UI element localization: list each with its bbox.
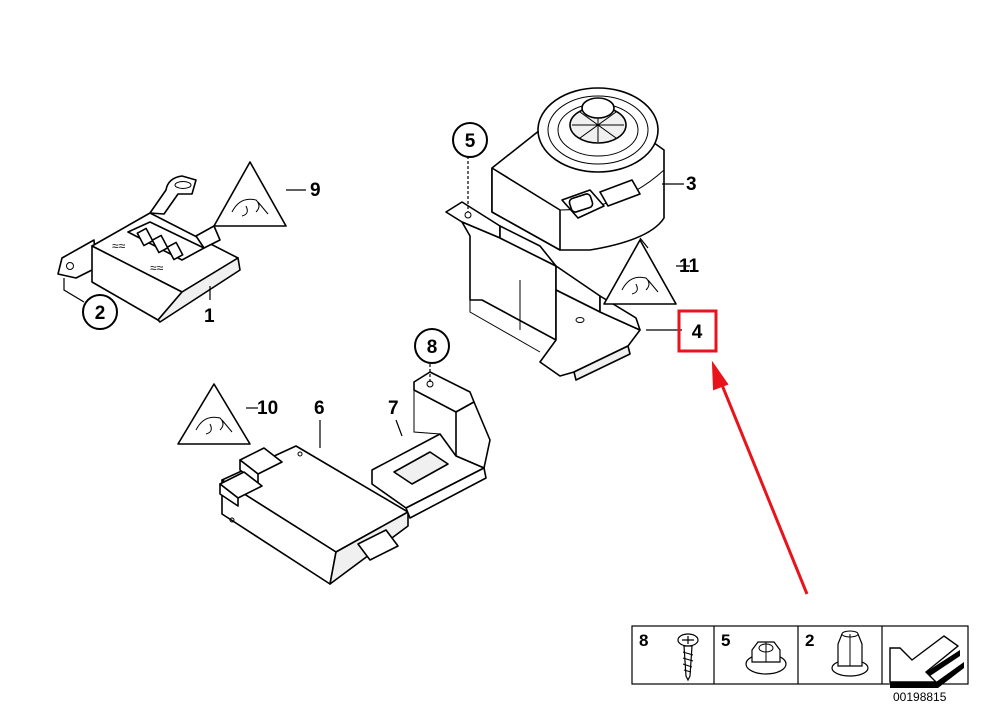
- callout-8-label: 8: [427, 337, 438, 358]
- leader-lines: [63, 156, 690, 448]
- callout-10-label: 10: [257, 398, 278, 419]
- screw-icon: [677, 633, 699, 682]
- svg-text:≈≈: ≈≈: [150, 261, 164, 275]
- part-1-control-unit: ≈≈ ≈≈: [57, 175, 241, 323]
- callout-8: 8: [414, 328, 450, 364]
- legend-item-2-label: 2: [805, 631, 814, 650]
- hardware-legend: 8 5 2: [631, 625, 969, 688]
- legend-item-8-label: 8: [639, 631, 648, 650]
- flange-nut-icon: [745, 641, 787, 675]
- legend-item-5-label: 5: [721, 631, 730, 650]
- callout-9-label: 9: [310, 180, 321, 201]
- callout-4-label: 4: [692, 322, 703, 343]
- callout-3-label: 3: [686, 174, 697, 195]
- callout-5: 5: [452, 122, 488, 158]
- wire-warning-triangle-icon: [213, 161, 287, 227]
- callout-11-label: 11: [679, 256, 700, 277]
- callout-2-label: 2: [95, 303, 106, 324]
- part-3-alarm-siren: [491, 87, 665, 251]
- callout-1-label: 1: [204, 306, 215, 327]
- diagram-number: 00198815: [893, 690, 947, 704]
- callout-6-label: 6: [314, 398, 325, 419]
- callout-4-highlight: 4: [677, 309, 718, 353]
- wire-warning-triangle-icon: [177, 383, 251, 445]
- part-7-bracket: [371, 371, 491, 519]
- callout-5-label: 5: [465, 131, 476, 152]
- cap-nut-icon: [831, 630, 869, 677]
- part-4-bracket: [445, 201, 641, 381]
- callout-2: 2: [82, 294, 118, 330]
- wire-warning-triangle-icon: [603, 239, 677, 305]
- part-6-module: [219, 445, 409, 585]
- svg-text:≈≈: ≈≈: [112, 239, 126, 253]
- arrow-direction-icon: [889, 635, 964, 688]
- callout-7-label: 7: [388, 398, 399, 419]
- red-pointer-arrow: [711, 360, 809, 595]
